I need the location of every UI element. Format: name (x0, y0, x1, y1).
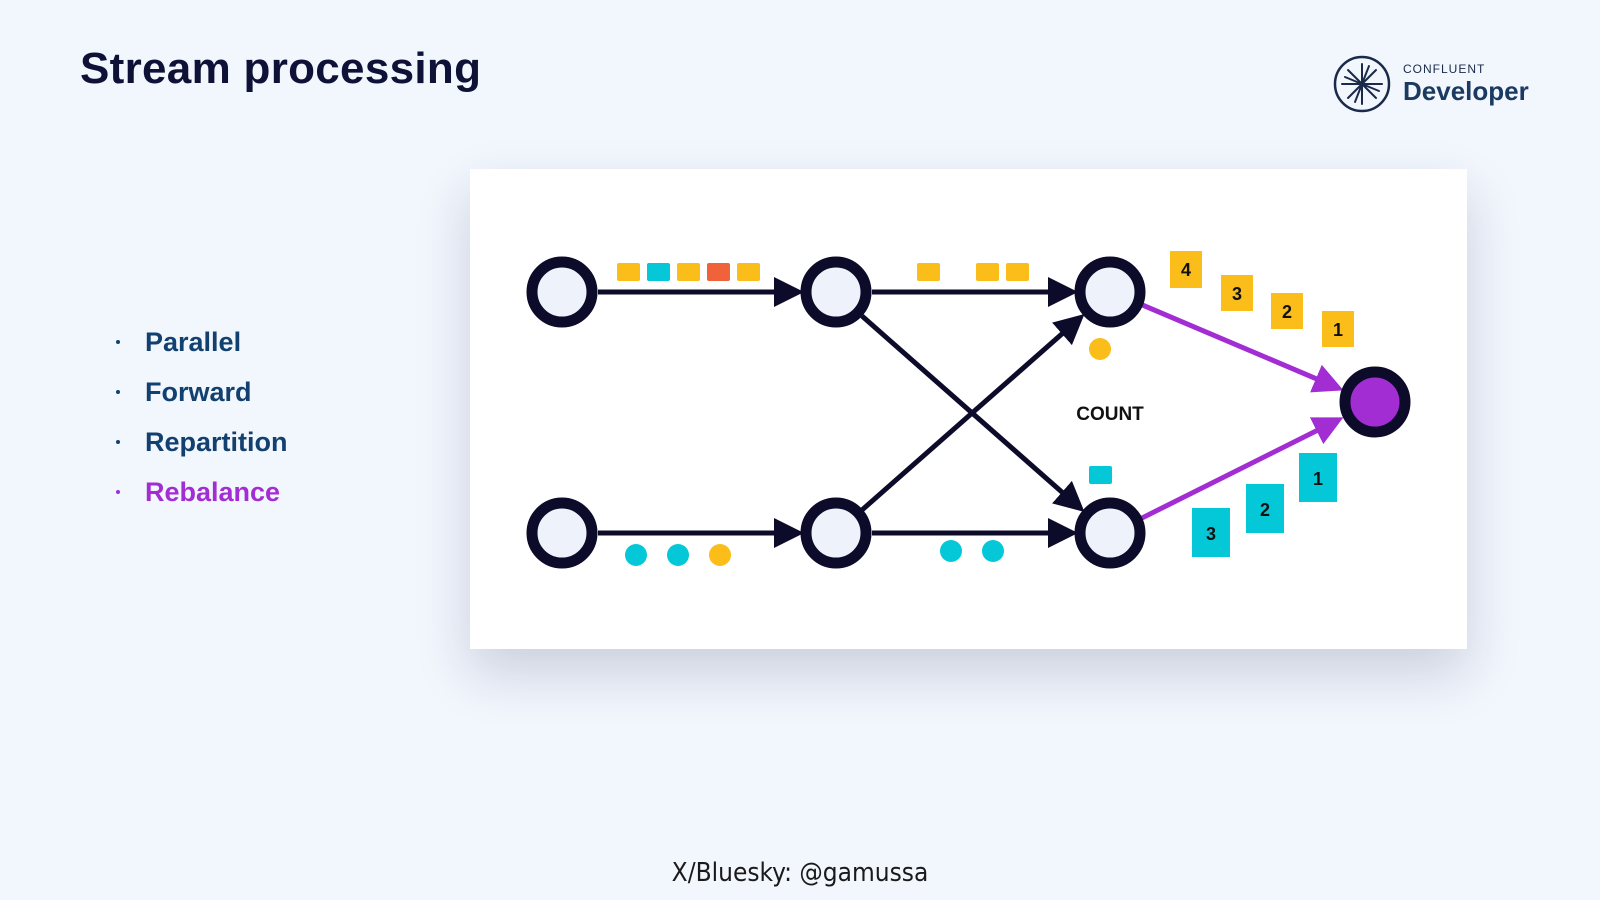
record-cyan-dot (940, 540, 962, 562)
source-node-2 (526, 497, 598, 569)
confluent-developer-logo: CONFLUENT Developer (1333, 54, 1529, 114)
record-cyan (1089, 466, 1112, 484)
sink-node (1339, 366, 1411, 438)
count-record-label: 2 (1282, 302, 1292, 322)
rebalance-edge-bottom (1138, 417, 1344, 522)
rebalance-edge-top (1139, 301, 1344, 393)
bullet-item-rebalance: Rebalance (110, 467, 288, 517)
bullet-item-parallel: Parallel (110, 317, 288, 367)
bullet-label: Rebalance (145, 476, 281, 507)
bullet-label: Repartition (145, 426, 288, 457)
record-yellow-dot (1089, 338, 1111, 360)
count-record-label: 2 (1260, 500, 1270, 520)
bullet-list: Parallel Forward Repartition Rebalance (110, 317, 288, 517)
count-record-yellow (1170, 251, 1202, 288)
edge-mid2-to-count1 (860, 314, 1085, 512)
record-yellow (677, 263, 700, 281)
count-record-label: 1 (1313, 469, 1323, 489)
record-yellow (1006, 263, 1029, 281)
record-yellow (617, 263, 640, 281)
operator-label: COUNT (1076, 404, 1144, 425)
count-record-label: 3 (1206, 524, 1216, 544)
count-record-cyan (1299, 453, 1337, 502)
slide-title: Stream processing (80, 44, 482, 93)
bullet-dot (116, 440, 120, 444)
social-handle: X/Bluesky: @gamussa (671, 858, 929, 888)
count-record-yellow (1221, 275, 1253, 311)
record-cyan-dot (625, 544, 647, 566)
count-node-2 (1074, 497, 1146, 569)
record-cyan-dot (667, 544, 689, 566)
confluent-starburst-icon (1333, 55, 1391, 113)
record-yellow (917, 263, 940, 281)
count-node-1 (1074, 256, 1146, 328)
count-record-cyan (1246, 484, 1284, 533)
record-orange (707, 263, 730, 281)
record-yellow (737, 263, 760, 281)
bullet-dot (116, 390, 120, 394)
stream-diagram-card: COUNT 4 3 2 1 3 2 1 (470, 169, 1467, 649)
record-cyan (647, 263, 670, 281)
logo-big-text: Developer (1403, 76, 1529, 106)
count-record-label: 1 (1333, 320, 1343, 340)
record-yellow-dot (709, 544, 731, 566)
logo-small-text: CONFLUENT (1403, 62, 1486, 76)
record-yellow (976, 263, 999, 281)
middle-node-2 (800, 497, 872, 569)
bullet-label: Parallel (145, 326, 242, 357)
source-node-1 (526, 256, 598, 328)
bullet-item-forward: Forward (110, 367, 288, 417)
bullet-dot (116, 340, 120, 344)
count-record-yellow (1271, 293, 1303, 329)
bullet-item-repartition: Repartition (110, 417, 288, 467)
bullet-label: Forward (145, 376, 252, 407)
middle-node-1 (800, 256, 872, 328)
count-record-cyan (1192, 508, 1230, 557)
count-record-yellow (1322, 311, 1354, 347)
stream-diagram: COUNT 4 3 2 1 3 2 1 (526, 251, 1411, 569)
bullet-dot (116, 490, 120, 494)
count-record-label: 4 (1181, 260, 1191, 280)
record-cyan-dot (982, 540, 1004, 562)
count-record-label: 3 (1232, 284, 1242, 304)
